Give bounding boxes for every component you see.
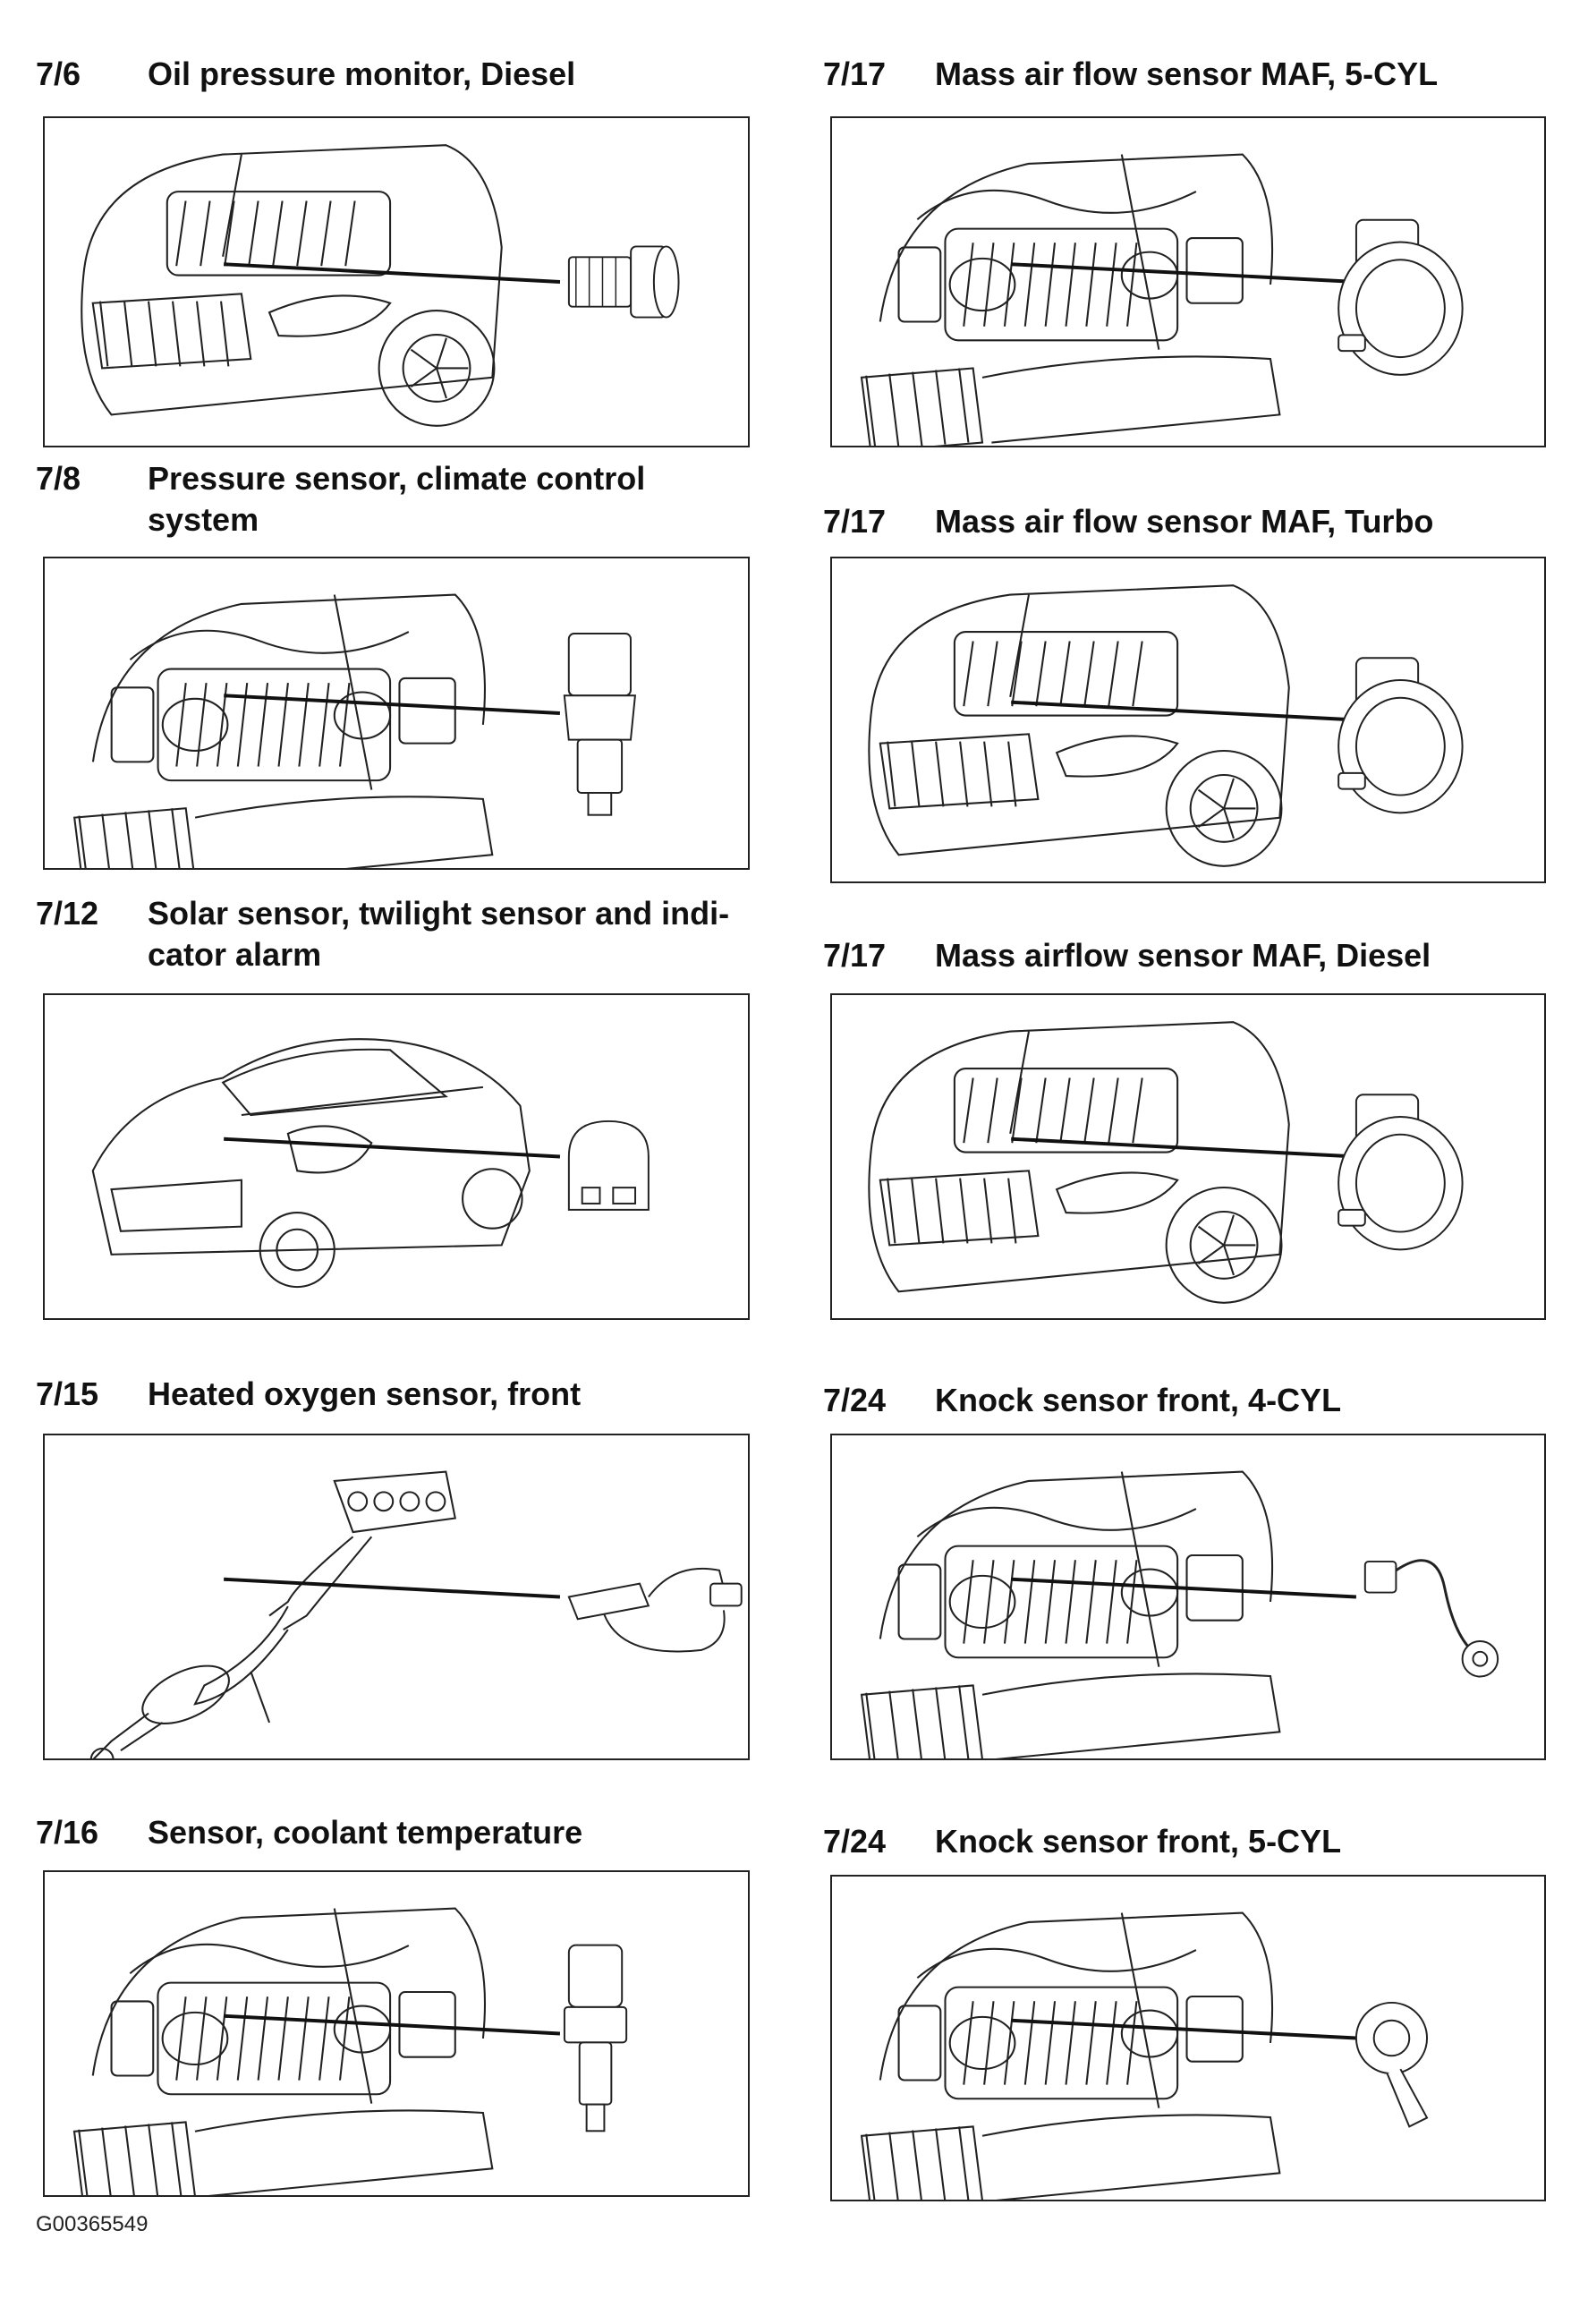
car-front-left-drawing <box>81 144 503 427</box>
entry-number: 7/8 <box>36 460 81 497</box>
illustration-panel <box>43 1434 750 1760</box>
car-front-left-drawing <box>868 584 1290 867</box>
entry-title: cator alarm <box>148 936 322 973</box>
entry-number: 7/6 <box>36 55 81 92</box>
illustration-panel <box>830 557 1546 883</box>
leader-line <box>1011 1136 1357 1159</box>
engine-bay-drawing <box>860 153 1281 446</box>
illustration <box>868 584 1464 867</box>
illustration <box>860 1470 1499 1758</box>
illustration-panel <box>830 993 1546 1320</box>
entry-number: 7/17 <box>823 503 887 540</box>
heated-oxygen-sensor-icon <box>567 1567 743 1653</box>
entry-number: 7/17 <box>823 937 887 974</box>
illustration-panel <box>43 116 750 447</box>
engine-bay-drawing <box>860 1911 1281 2200</box>
engine-bay-drawing <box>72 593 494 868</box>
entry-number: 7/24 <box>823 1823 887 1860</box>
illustration <box>72 593 637 868</box>
illustration <box>89 1470 743 1758</box>
mass-air-flow-sensor-5cyl-icon <box>1337 218 1464 376</box>
entry-title: Sensor, coolant temperature <box>148 1814 583 1851</box>
illustration <box>860 153 1464 446</box>
illustration-panel <box>43 993 750 1320</box>
entry-title: Knock sensor front, 5-CYL <box>935 1823 1342 1860</box>
illustration <box>72 1907 628 2195</box>
entry-number: 7/17 <box>823 55 887 92</box>
leader-line <box>224 262 561 284</box>
car-front-left-drawing <box>868 1021 1290 1304</box>
illustration <box>868 1021 1464 1304</box>
mass-airflow-sensor-diesel-icon <box>1337 1094 1464 1251</box>
coolant-temperature-sensor-icon <box>563 1944 628 2132</box>
document-code: G00365549 <box>36 2212 149 2236</box>
engine-bay-drawing <box>860 1470 1281 1758</box>
entry-title: Heated oxygen sensor, front <box>148 1375 582 1412</box>
mass-air-flow-sensor-turbo-icon <box>1337 657 1464 814</box>
entry-title: Mass air flow sensor MAF, Turbo <box>935 503 1434 540</box>
entry-number: 7/12 <box>36 895 99 932</box>
entry-title: system <box>148 501 259 538</box>
leader-line <box>224 1577 561 1599</box>
solar-sensor-icon <box>567 1119 650 1211</box>
illustration-panel <box>830 116 1546 447</box>
engine-bay-drawing <box>72 1907 494 2195</box>
illustration <box>860 1911 1429 2200</box>
entry-title: Mass air flow sensor MAF, 5-CYL <box>935 55 1439 92</box>
climate-pressure-sensor-icon <box>563 633 637 816</box>
knock-sensor-4cyl-icon <box>1363 1559 1499 1678</box>
illustration-panel <box>830 1875 1546 2201</box>
illustration-panel <box>43 1870 750 2197</box>
entry-title: Knock sensor front, 4-CYL <box>935 1382 1342 1418</box>
knock-sensor-5cyl-icon <box>1354 2001 1429 2128</box>
entry-title: Solar sensor, twilight sensor and indi- <box>148 895 730 932</box>
leader-line <box>224 694 560 715</box>
leader-line <box>1011 262 1357 284</box>
leader-line <box>1011 2018 1357 2040</box>
leader-line <box>1011 700 1357 722</box>
entry-number: 7/15 <box>36 1375 99 1412</box>
entry-number: 7/24 <box>823 1382 887 1418</box>
entry-title: Oil pressure monitor, Diesel <box>148 55 576 92</box>
leader-line <box>1011 1577 1357 1599</box>
entry-title: Mass airflow sensor MAF, Diesel <box>935 937 1431 974</box>
oil-pressure-monitor-icon <box>567 245 680 319</box>
illustration <box>81 144 680 427</box>
entry-title: Pressure sensor, climate control <box>148 460 646 497</box>
illustration-panel <box>830 1434 1546 1760</box>
entry-number: 7/16 <box>36 1814 99 1851</box>
car-rear-drawing <box>91 1038 531 1289</box>
illustration <box>91 1038 650 1289</box>
leader-line <box>224 2013 561 2036</box>
illustration-panel <box>43 557 750 870</box>
exhaust-drawing <box>89 1470 457 1758</box>
leader-line <box>224 1136 561 1159</box>
